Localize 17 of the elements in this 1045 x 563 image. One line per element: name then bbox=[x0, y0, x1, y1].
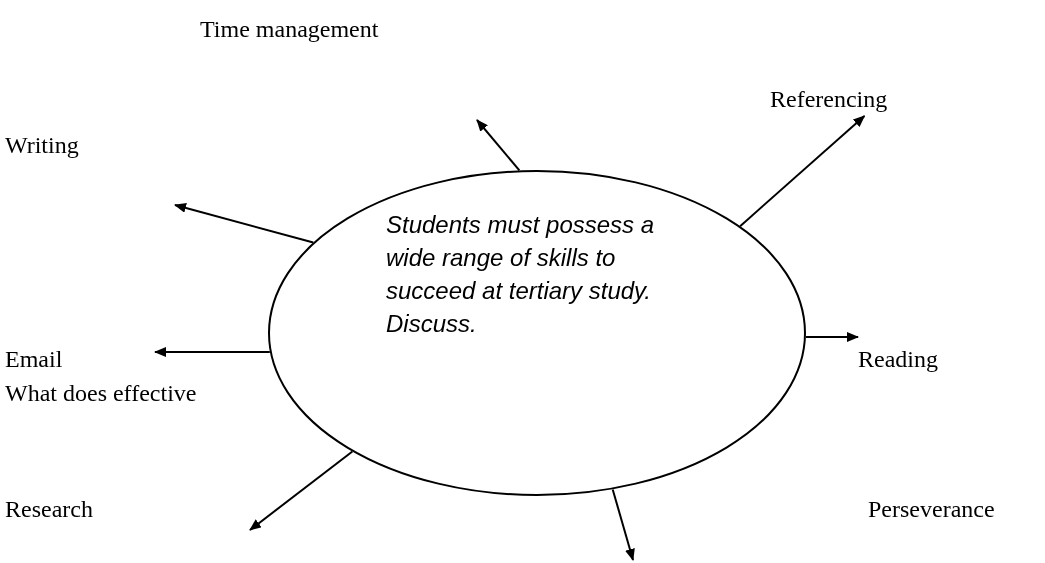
skill-label: What does effective bbox=[5, 379, 197, 408]
arrow bbox=[739, 115, 866, 228]
arrow bbox=[476, 119, 521, 172]
skill-label: Reading bbox=[858, 330, 978, 376]
skill-label: Email bbox=[5, 345, 63, 374]
skill-label: Writing bbox=[5, 131, 79, 160]
topic-ellipse bbox=[268, 170, 806, 496]
skill-label: Referencing bbox=[770, 82, 940, 116]
arrow bbox=[154, 347, 271, 357]
arrow bbox=[249, 450, 354, 531]
arrow bbox=[174, 203, 315, 244]
arrow bbox=[804, 332, 859, 342]
topic-text: Students must possess a wide range of skills to succeed at tertiary study. Discuss. bbox=[386, 210, 656, 339]
skill-label: Perseverance bbox=[868, 495, 995, 524]
arrow bbox=[611, 488, 635, 561]
skill-label: Research bbox=[5, 495, 93, 524]
skill-label: Time management bbox=[200, 15, 379, 44]
